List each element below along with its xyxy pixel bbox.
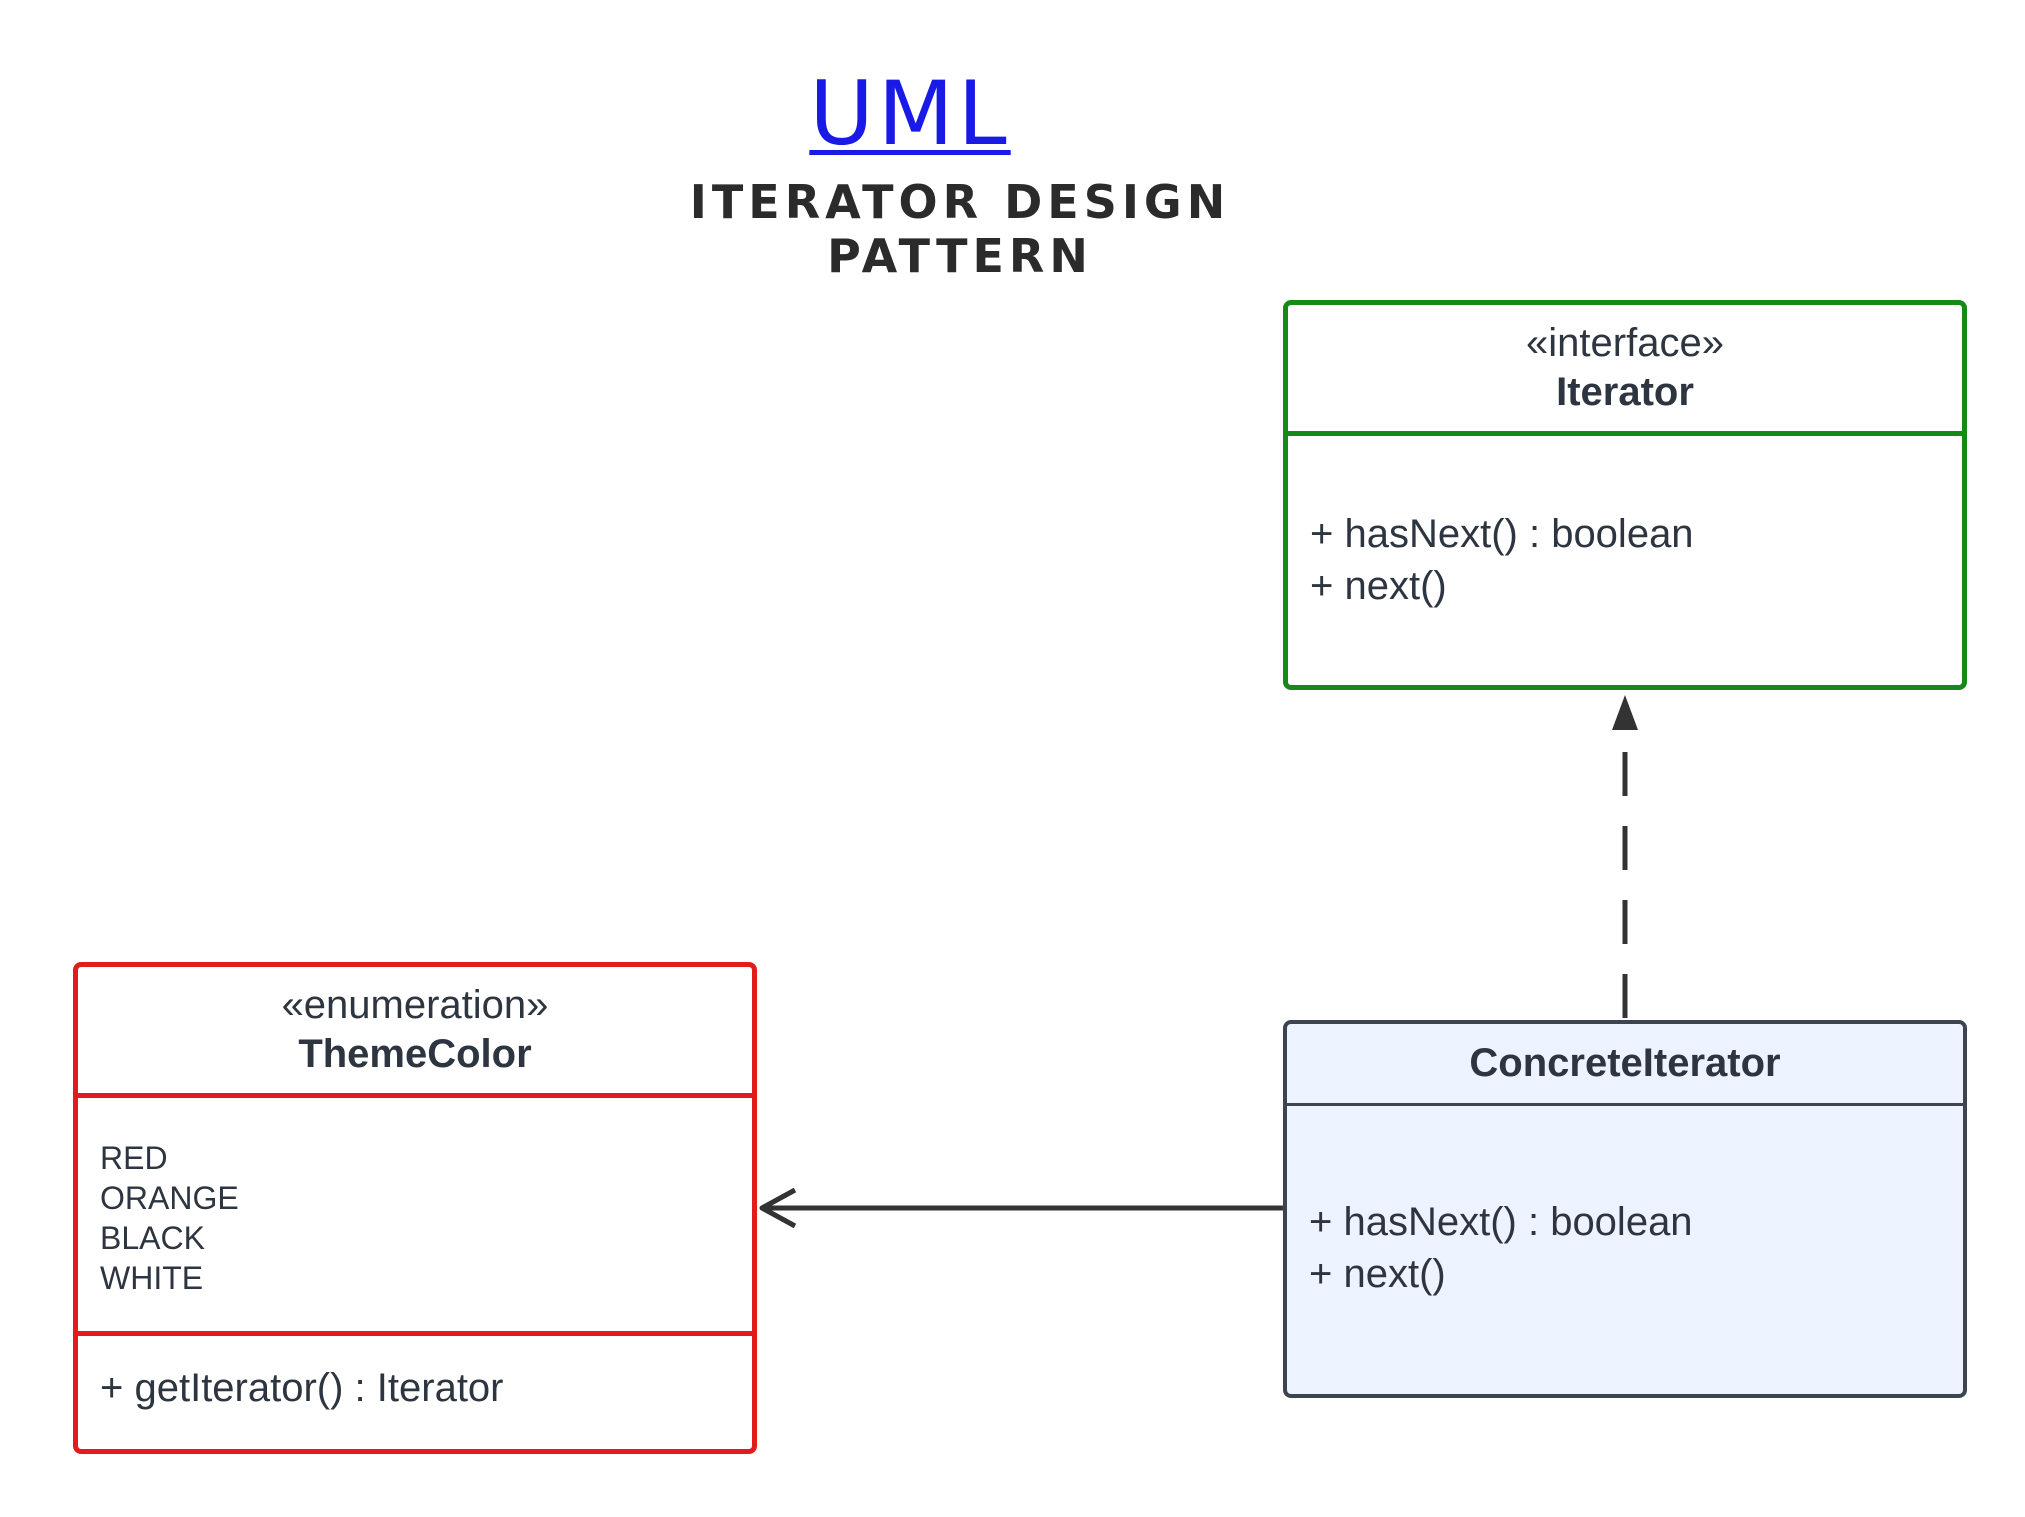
enum-value: BLACK	[100, 1220, 205, 1256]
title-uml: UML	[809, 62, 1011, 165]
iterator-methods: + hasNext() : boolean + next()	[1288, 436, 1962, 612]
enum-value: WHITE	[100, 1260, 204, 1296]
iterator-header: «interface» Iterator	[1288, 305, 1962, 436]
themecolor-header: «enumeration» ThemeColor	[78, 967, 752, 1098]
themecolor-operations: + getIterator() : Iterator	[78, 1336, 752, 1414]
themecolor-values: RED ORANGE BLACK WHITE	[78, 1098, 752, 1336]
method-item: + next()	[1309, 1252, 1446, 1296]
concreteiterator-header: ConcreteIterator	[1287, 1024, 1963, 1106]
iterator-stereotype: «interface»	[1526, 321, 1724, 365]
method-item: + hasNext() : boolean	[1309, 1200, 1693, 1244]
enum-value: RED	[100, 1140, 168, 1176]
concreteiterator-name: ConcreteIterator	[1469, 1041, 1781, 1085]
themecolor-name: ThemeColor	[298, 1032, 532, 1076]
operation-item: + getIterator() : Iterator	[100, 1366, 504, 1410]
diagram-title: UML	[620, 70, 1200, 158]
method-item: + next()	[1310, 564, 1447, 608]
class-concreteiterator[interactable]: ConcreteIterator + hasNext() : boolean +…	[1283, 1020, 1967, 1398]
method-item: + hasNext() : boolean	[1310, 512, 1694, 556]
concreteiterator-methods: + hasNext() : boolean + next()	[1287, 1106, 1963, 1300]
enum-value: ORANGE	[100, 1180, 239, 1216]
iterator-name: Iterator	[1556, 370, 1694, 414]
themecolor-stereotype: «enumeration»	[281, 983, 549, 1027]
class-iterator[interactable]: «interface» Iterator + hasNext() : boole…	[1283, 300, 1967, 690]
association-arrowhead	[759, 1187, 797, 1229]
realization-arrowhead	[1612, 695, 1638, 730]
class-themecolor[interactable]: «enumeration» ThemeColor RED ORANGE BLAC…	[73, 962, 757, 1454]
diagram-subtitle: ITERATOR DESIGN PATTERN	[689, 175, 1231, 283]
